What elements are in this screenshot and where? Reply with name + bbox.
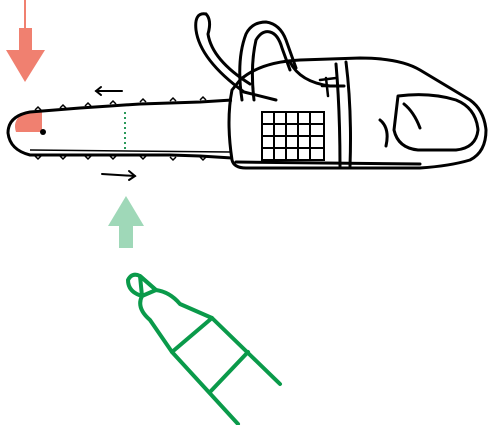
hand-guard-inner	[204, 12, 252, 86]
bar-inner-line	[29, 149, 231, 153]
chain-arrow-left	[94, 86, 123, 96]
housing-bottom	[234, 160, 422, 166]
bar-tip-highlight	[15, 111, 42, 132]
marker-band-2	[208, 350, 250, 394]
chainsaw-body	[194, 12, 488, 170]
engine-housing	[227, 56, 488, 170]
filler-cap	[318, 76, 338, 98]
marker-body-lower	[138, 294, 240, 425]
guide-bar	[6, 95, 233, 162]
marker-tip	[126, 272, 158, 298]
front-handle-inner	[250, 30, 292, 102]
rear-handle	[392, 93, 480, 152]
housing-seam-2	[334, 62, 342, 168]
cooling-grille	[261, 111, 325, 161]
marker-pen	[126, 272, 282, 425]
chain-arrow-right	[101, 170, 137, 181]
bar-outline	[6, 98, 233, 160]
marker-body	[154, 288, 282, 386]
marker-band-1	[170, 316, 214, 354]
housing-seam-1	[344, 60, 352, 168]
trigger	[378, 118, 389, 148]
marker-nib	[138, 274, 158, 298]
front-handle	[238, 20, 298, 102]
chain-teeth	[34, 95, 207, 162]
bar-rivet	[40, 129, 46, 135]
red-down-arrow	[6, 28, 45, 82]
hand-guard	[194, 12, 278, 102]
rear-handle-grip	[402, 102, 422, 130]
green-up-arrow	[108, 196, 144, 248]
